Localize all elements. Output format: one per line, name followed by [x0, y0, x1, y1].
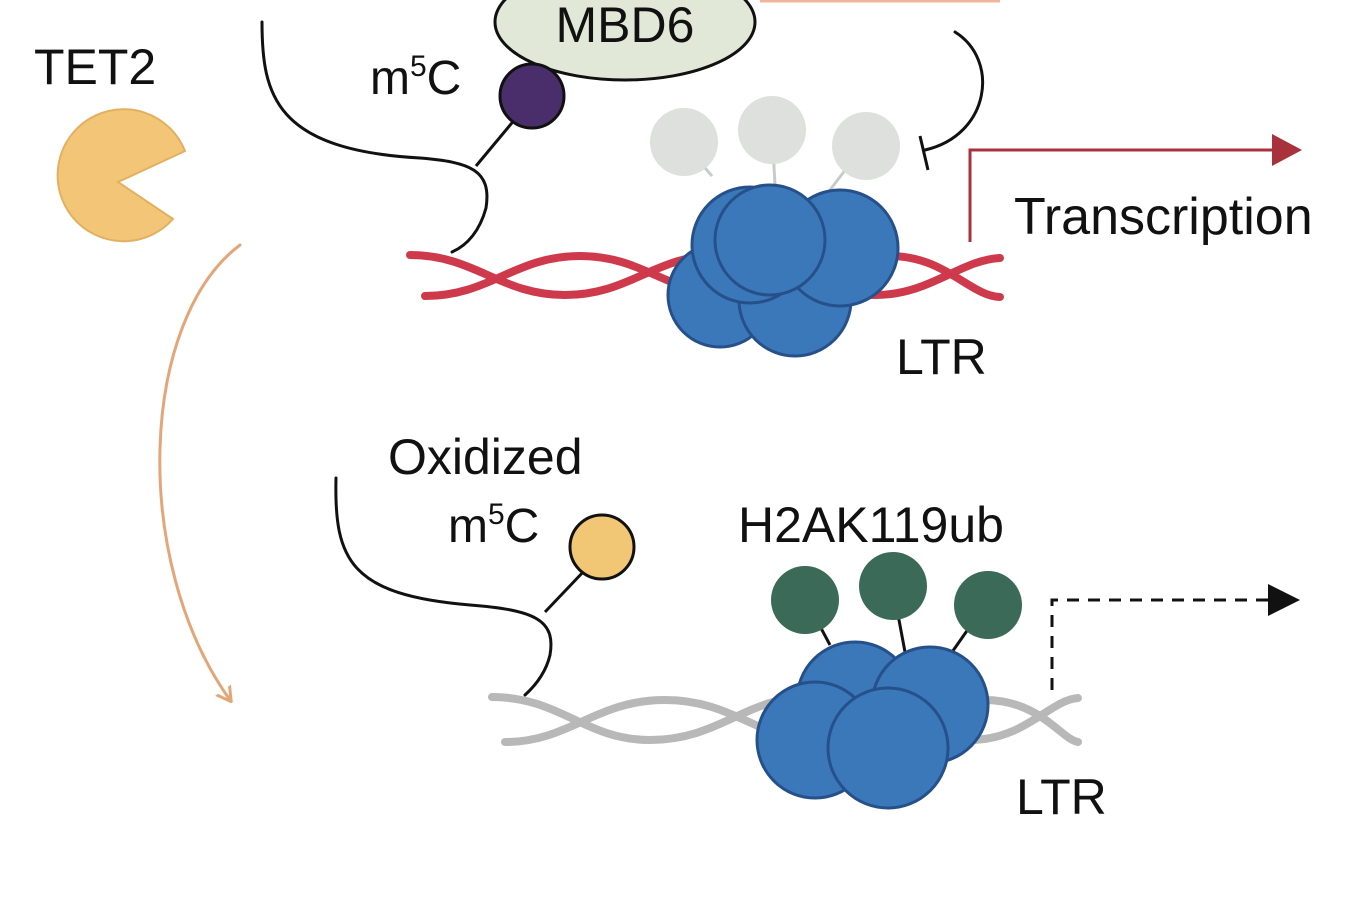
oxidized-m5c-mark: [568, 513, 636, 581]
inhibition-bar-icon: [923, 30, 985, 152]
ltr-top-label: LTR: [896, 329, 987, 385]
tet2-conversion-arrow: [158, 243, 242, 700]
nucleosome-top: [666, 183, 900, 358]
top-dna-tether: [260, 20, 489, 254]
m5c-top-label: m5C: [370, 50, 461, 105]
bottom-m5c-stalk: [543, 568, 587, 614]
oxidized-label: Oxidized: [388, 429, 583, 485]
tet2-label: TET2: [34, 39, 156, 95]
mbd6-label: MBD6: [556, 0, 695, 53]
ltr-bottom-label: LTR: [1016, 769, 1107, 825]
m5c-bottom-label: m5C: [448, 498, 539, 553]
h2ak119ub-label: H2AK119ub: [738, 497, 1004, 553]
dashed-bent-arrow-icon: [1050, 598, 1280, 690]
transcription-label: Transcription: [1014, 188, 1313, 246]
faded-histone-marks: [650, 96, 900, 191]
inhibition-bar-head: [918, 135, 930, 171]
m5c-methyl-mark: [498, 62, 566, 130]
nucleosome-bottom: [755, 640, 990, 810]
transcription-arrow-head: [1272, 134, 1302, 166]
bent-arrow-icon: [968, 148, 1288, 242]
top-m5c-stalk: [474, 117, 518, 167]
h2ak119ub-marks: [771, 552, 1022, 656]
dashed-arrow-head: [1268, 584, 1300, 616]
mbd6-protein: [493, 0, 757, 82]
pacman-enzyme-icon: [56, 108, 187, 243]
bottom-dna-tether: [334, 476, 553, 697]
